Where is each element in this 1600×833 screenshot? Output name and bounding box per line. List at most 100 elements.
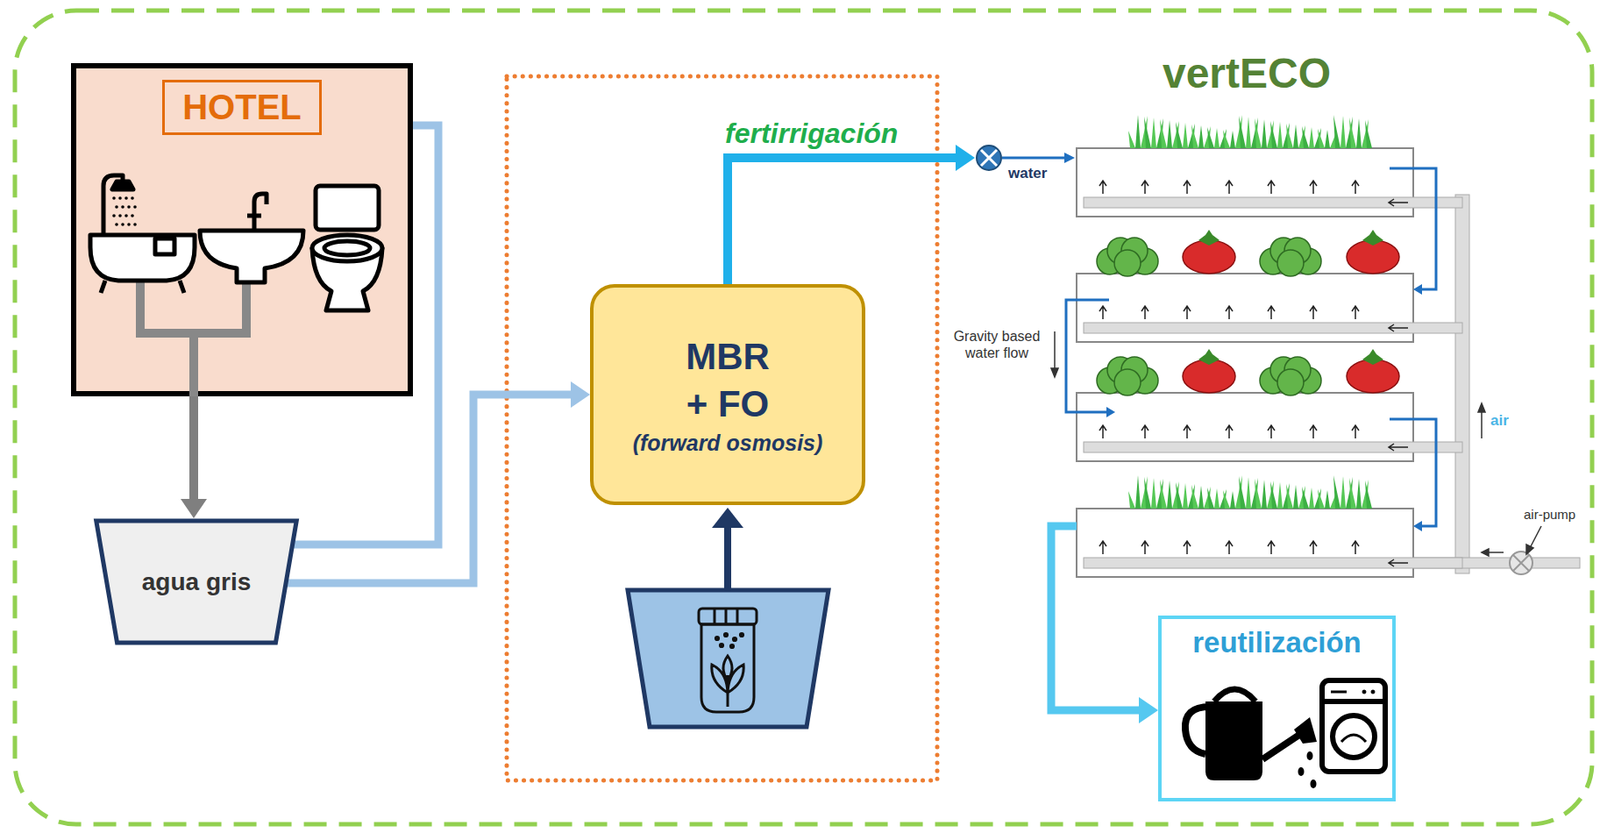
drawing-path bbox=[1351, 180, 1359, 194]
drawing-path bbox=[1286, 123, 1294, 149]
drawing-path bbox=[1324, 490, 1330, 509]
pump-label: air-pump bbox=[1523, 506, 1576, 522]
drawing-path bbox=[1317, 489, 1325, 509]
drawing-path bbox=[1141, 540, 1149, 555]
drawing-path bbox=[1262, 734, 1300, 760]
drawing-path bbox=[1340, 115, 1346, 149]
farm-structure bbox=[1076, 114, 1580, 577]
fertilizer-icon bbox=[698, 608, 757, 712]
treatment-frame bbox=[506, 76, 938, 781]
vertical-farm: vertECO bbox=[974, 35, 1580, 590]
drawing-path bbox=[1185, 706, 1210, 754]
valve-cross bbox=[981, 149, 997, 166]
drawing-circle bbox=[118, 196, 122, 200]
drawing-path bbox=[1166, 480, 1173, 509]
drawing-path bbox=[1230, 490, 1236, 509]
drawing-circle bbox=[1277, 249, 1304, 277]
watering-can-icon bbox=[1185, 689, 1317, 789]
drawing-path bbox=[1309, 305, 1317, 320]
drawing-path bbox=[1267, 425, 1275, 439]
flow-connector bbox=[180, 396, 207, 519]
drawing-path bbox=[1351, 305, 1359, 320]
drawing-path bbox=[1389, 419, 1437, 527]
connector-line bbox=[285, 394, 572, 584]
drawing-path bbox=[1128, 130, 1136, 149]
drawing-circle bbox=[124, 213, 128, 218]
drawing-path bbox=[189, 333, 199, 397]
drawing-path bbox=[1513, 554, 1529, 571]
drawing-path bbox=[1223, 490, 1231, 509]
drawing-path bbox=[1330, 690, 1347, 694]
node-title: MBR + FO bbox=[685, 333, 770, 428]
drawing-polygon bbox=[1051, 368, 1059, 377]
drawing-circle bbox=[112, 213, 116, 218]
drawing-polygon bbox=[1413, 284, 1423, 295]
drawing-path bbox=[254, 193, 267, 231]
drawing-circle bbox=[114, 222, 119, 227]
drawing-path bbox=[701, 624, 754, 712]
drawing-path bbox=[1230, 130, 1236, 149]
drawing-g bbox=[976, 114, 1580, 590]
drawing-path bbox=[1308, 127, 1315, 149]
drawing-circle bbox=[1332, 715, 1375, 758]
drawing-circle bbox=[739, 632, 743, 636]
drawing-circle bbox=[730, 644, 733, 648]
drawing-path bbox=[140, 282, 247, 334]
drawing-path bbox=[1267, 180, 1275, 194]
drawing-g bbox=[1185, 680, 1386, 789]
drawing-path bbox=[1286, 483, 1294, 509]
drawing-path bbox=[1159, 479, 1167, 509]
drawing-path bbox=[100, 280, 185, 293]
drawing-path bbox=[1198, 229, 1220, 246]
drawing-ellipse bbox=[312, 234, 383, 262]
drawing-polygon bbox=[1106, 406, 1116, 418]
inlet-valve bbox=[976, 145, 1002, 171]
drawing-path bbox=[1141, 305, 1149, 320]
drawing-path bbox=[1099, 540, 1107, 555]
drawing-path bbox=[1198, 485, 1204, 509]
drawing-path bbox=[1135, 475, 1141, 509]
drawing-path bbox=[1198, 348, 1220, 365]
drawing-path bbox=[1309, 425, 1317, 439]
drawing-path bbox=[1223, 129, 1231, 149]
drawing-path bbox=[1261, 479, 1267, 509]
drawing-ellipse bbox=[1310, 779, 1317, 789]
hotel-box: HOTEL bbox=[71, 63, 413, 397]
drawing-path bbox=[1349, 117, 1357, 149]
drawing-path bbox=[1166, 120, 1173, 149]
drawing-rect bbox=[1083, 322, 1463, 334]
drawing-path bbox=[1214, 689, 1256, 702]
drawing-path bbox=[1191, 484, 1199, 509]
drawing-path bbox=[1351, 425, 1359, 439]
drawing-circle bbox=[118, 213, 122, 218]
drawing-path bbox=[1388, 443, 1408, 451]
flow-connector bbox=[285, 381, 591, 584]
drawing-path bbox=[1365, 480, 1373, 509]
tank-shape bbox=[96, 520, 297, 643]
drawing-path bbox=[112, 181, 134, 190]
drawing-rect bbox=[1322, 680, 1386, 772]
drawing-circle bbox=[120, 222, 125, 227]
drawing-rect bbox=[1083, 197, 1463, 208]
drawing-path bbox=[1225, 425, 1233, 439]
drawing-path bbox=[714, 608, 738, 625]
drawing-path bbox=[1214, 488, 1220, 509]
drawing-path bbox=[1182, 483, 1188, 509]
drawing-path bbox=[1128, 490, 1136, 509]
node-subtitle: (forward osmosis) bbox=[632, 430, 824, 456]
drawing-path bbox=[1270, 481, 1278, 509]
water-arrow-heads bbox=[1064, 152, 1423, 532]
drawing-path bbox=[1144, 116, 1152, 149]
drawing-circle bbox=[112, 196, 116, 200]
drawing-path bbox=[1340, 476, 1346, 509]
system-frame bbox=[14, 10, 1593, 825]
drawing-circle bbox=[130, 196, 135, 200]
drawing-path bbox=[1182, 122, 1188, 149]
drawing-path bbox=[1324, 129, 1330, 149]
drawing-ellipse bbox=[324, 241, 370, 256]
drawing-path bbox=[1308, 487, 1315, 509]
drawing-path bbox=[1322, 698, 1386, 704]
drawing-circle bbox=[133, 205, 137, 209]
drawing-path bbox=[1175, 121, 1183, 149]
